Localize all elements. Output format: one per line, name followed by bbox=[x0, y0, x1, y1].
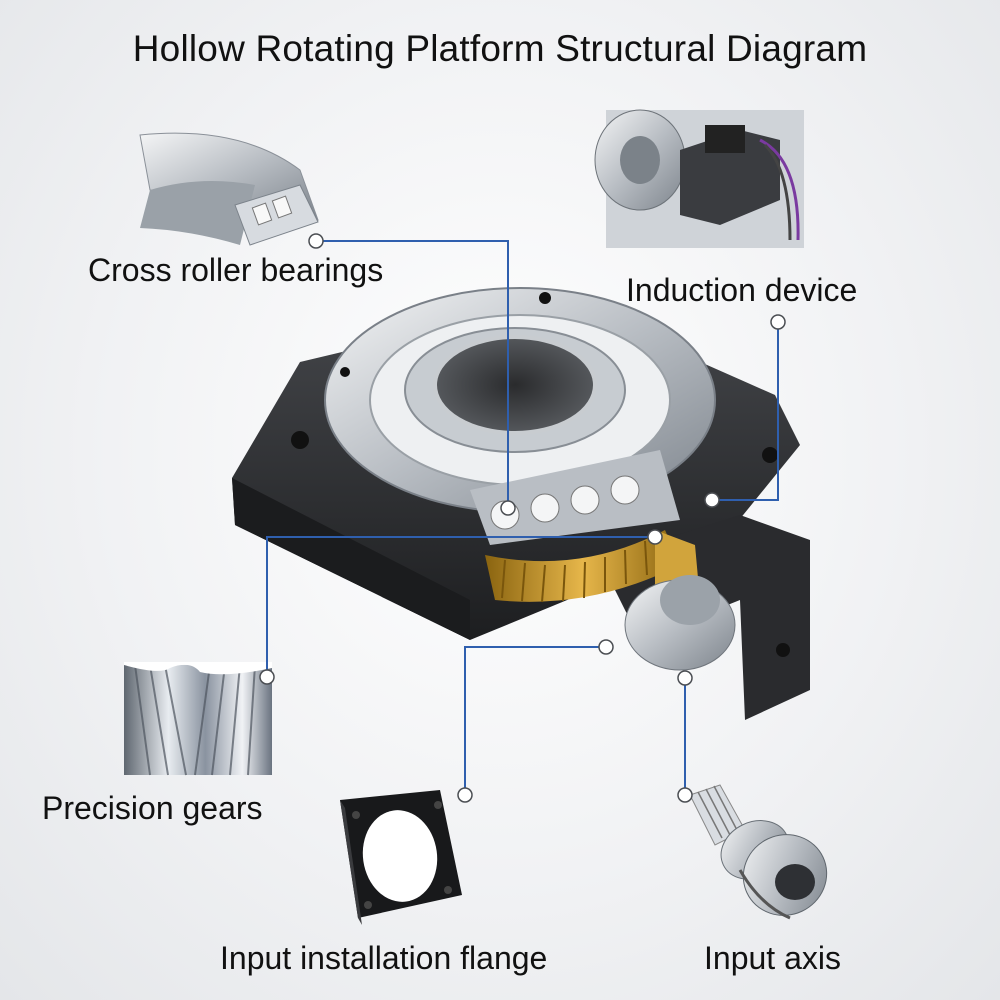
label-input-axis: Input axis bbox=[704, 940, 841, 976]
leader-line-induction bbox=[712, 322, 779, 501]
leader-dot bbox=[259, 669, 275, 685]
leader-dot bbox=[704, 492, 720, 508]
input-flange-image bbox=[340, 790, 462, 925]
label-cross-roller-bearings: Cross roller bearings bbox=[88, 252, 384, 288]
leader-line-bearings bbox=[316, 240, 509, 508]
leader-dot bbox=[500, 500, 516, 516]
leader-dot bbox=[770, 314, 786, 330]
input-axis-image bbox=[689, 784, 828, 920]
leader-dot bbox=[647, 529, 663, 545]
label-induction-device: Induction device bbox=[626, 272, 858, 308]
label-input-installation-flange: Input installation flange bbox=[220, 940, 548, 976]
leader-line-flange bbox=[464, 646, 606, 795]
label-precision-gears: Precision gears bbox=[42, 790, 263, 826]
leader-dot bbox=[598, 639, 614, 655]
platform-body bbox=[232, 287, 810, 720]
leader-dot bbox=[308, 233, 324, 249]
leader-dot bbox=[677, 670, 693, 686]
diagram-title: Hollow Rotating Platform Structural Diag… bbox=[132, 28, 868, 69]
leader-dot bbox=[677, 787, 693, 803]
leader-dot bbox=[457, 787, 473, 803]
induction-device-image bbox=[594, 109, 804, 248]
leader-line-gears bbox=[266, 536, 655, 677]
cross-roller-bearing-image bbox=[139, 132, 319, 246]
precision-gears-image bbox=[124, 662, 272, 776]
